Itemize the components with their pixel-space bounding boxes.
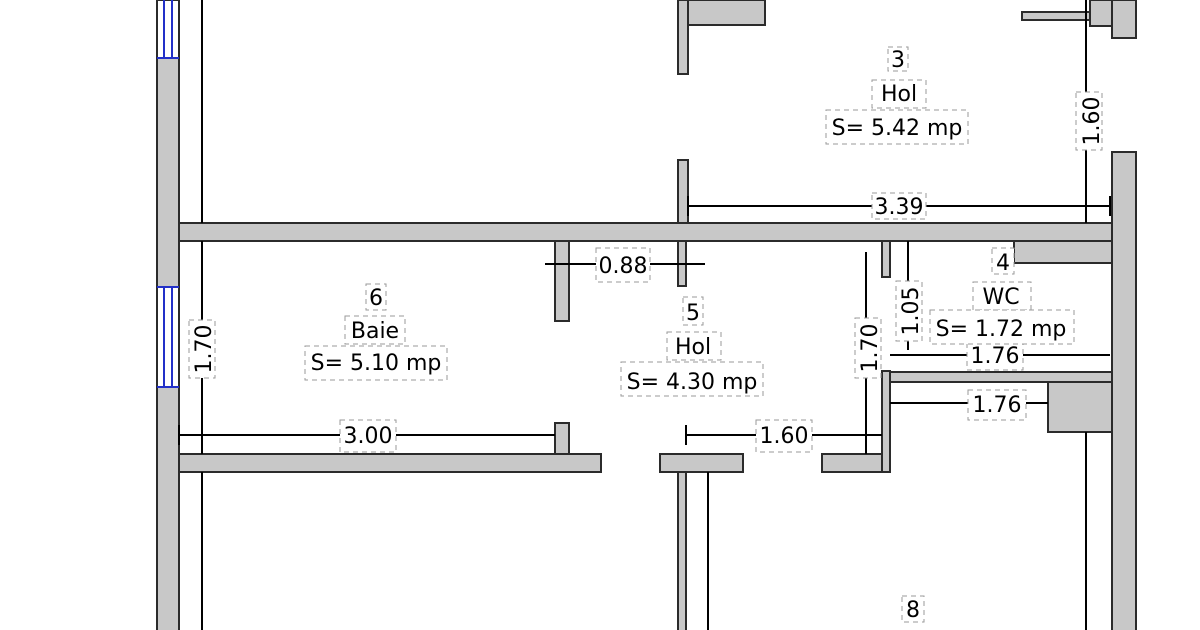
dim-hol5-width: 1.60 — [760, 424, 809, 449]
room-5-area: S= 4.30 mp — [627, 370, 758, 395]
room-4-area: S= 1.72 mp — [936, 317, 1067, 342]
room-3-area: S= 5.42 mp — [832, 116, 963, 141]
lower-horizontal-wall-right — [821, 453, 891, 473]
right-upper-wall — [1111, 0, 1137, 39]
right-outer-wall — [1111, 151, 1137, 630]
room-3-name: Hol — [881, 82, 917, 107]
dim-hol3-height: 1.60 — [1080, 97, 1105, 146]
dim-baie-width: 3.00 — [344, 424, 393, 449]
room-4-name: WC — [982, 285, 1019, 310]
wc-top-block — [1013, 240, 1113, 264]
middle-horizontal-wall — [178, 222, 1113, 242]
dim-wc-height: 1.05 — [899, 287, 924, 336]
upper-wall-stub — [677, 0, 689, 75]
room-6-number: 6 — [369, 286, 383, 311]
upper-wall-stub-2 — [677, 159, 689, 224]
upper-wall-block — [686, 0, 766, 26]
lower-horizontal-wall-mid — [659, 453, 744, 473]
dim-baie-height: 1.70 — [192, 325, 217, 374]
room-3-number: 3 — [891, 48, 905, 73]
dim-hol3-width: 3.39 — [875, 195, 924, 220]
dim-wc-width-top: 1.76 — [971, 344, 1020, 369]
room-4-number: 4 — [996, 251, 1010, 276]
dim-hol5-height: 1.70 — [858, 324, 883, 373]
baie-partition-bottom — [554, 422, 570, 455]
lower-horizontal-wall-left — [178, 453, 602, 473]
room-8-number: 8 — [906, 598, 920, 623]
room-5-number: 5 — [686, 301, 700, 326]
window-upper-left — [156, 0, 180, 59]
upper-right-block — [1089, 0, 1113, 27]
room-6-name: Baie — [351, 319, 399, 344]
wc-shelf — [889, 371, 1113, 383]
hall-wall-vertical — [881, 370, 891, 473]
dim-door-gap: 0.88 — [599, 254, 648, 279]
wc-wall-vertical — [881, 240, 891, 278]
dim-wc-width-bottom: 1.76 — [973, 393, 1022, 418]
baie-partition-top — [554, 240, 570, 322]
window-left — [156, 286, 180, 388]
lower-partition-left — [677, 471, 687, 630]
room-5-name: Hol — [675, 335, 711, 360]
wc-bottom-block — [1047, 381, 1113, 433]
room-6-area: S= 5.10 mp — [311, 351, 442, 376]
